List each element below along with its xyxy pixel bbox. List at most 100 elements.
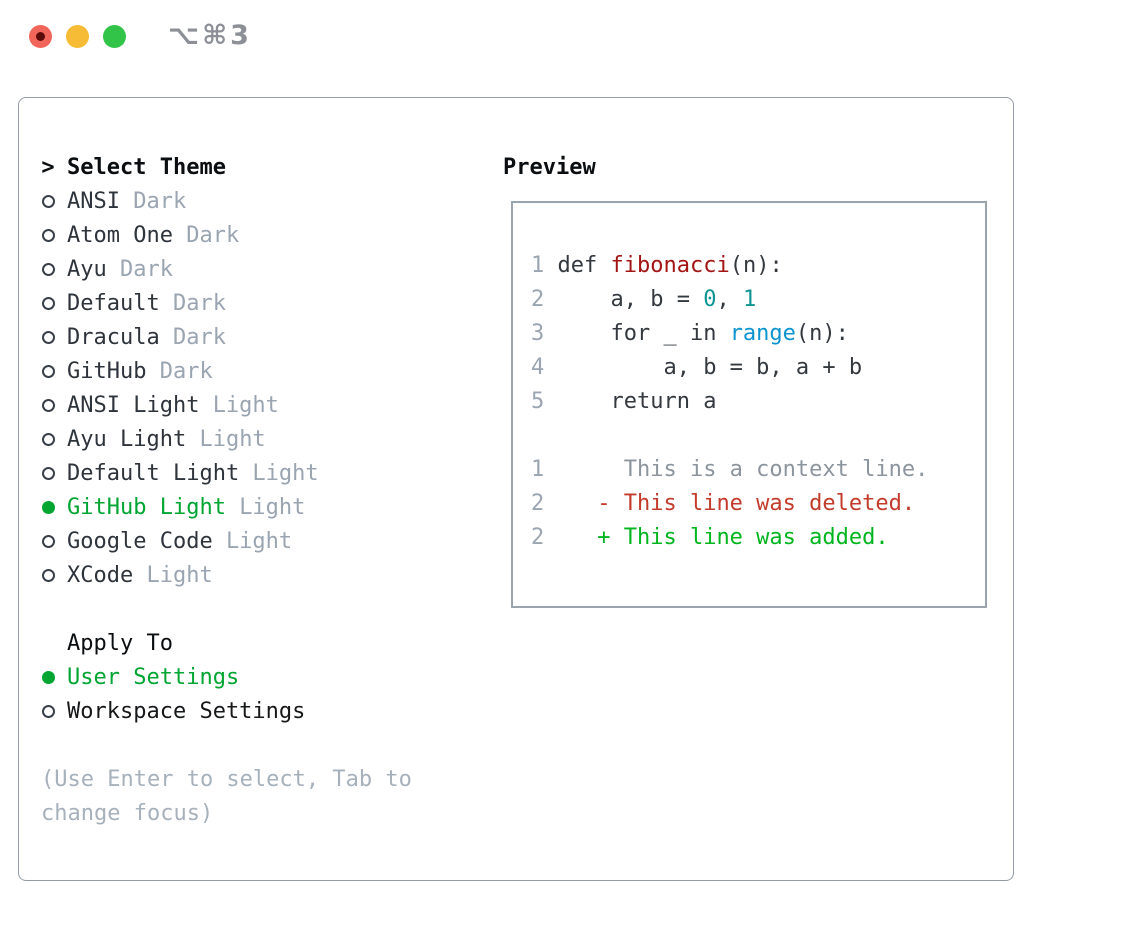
window-title: ⌥⌘3 [168, 20, 252, 51]
prompt-icon: > [41, 154, 55, 180]
theme-option-xcode[interactable]: XCode Light [41, 558, 412, 592]
theme-variant: Dark [172, 324, 226, 350]
radio-selected-icon [41, 500, 55, 514]
theme-option-ayu[interactable]: Ayu Dark [41, 252, 412, 286]
code-line [531, 419, 985, 453]
apply-option-workspace-settings[interactable]: Workspace Settings [41, 694, 412, 728]
radio-icon [41, 466, 55, 480]
line-number: 5 [531, 389, 545, 414]
apply-to-title: Apply To [67, 630, 173, 656]
theme-name: Dracula [67, 324, 160, 350]
code-token [544, 491, 597, 516]
line-number: 4 [531, 355, 545, 380]
theme-variant: Light [252, 460, 319, 486]
code-token [544, 525, 597, 550]
theme-name: Google Code [67, 528, 213, 554]
radio-icon [41, 398, 55, 412]
code-token: a, b = b, a + b [544, 355, 863, 380]
theme-name: Ayu Light [67, 426, 187, 452]
line-number: 3 [531, 321, 545, 346]
code-token: - This line was deleted. [597, 491, 916, 516]
theme-name: Atom One [67, 222, 173, 248]
theme-option-ayu-light[interactable]: Ayu Light Light [41, 422, 412, 456]
theme-name: XCode [67, 562, 134, 588]
theme-variant: Light [212, 392, 279, 418]
theme-option-atom-one[interactable]: Atom One Dark [41, 218, 412, 252]
theme-variant: Light [146, 562, 213, 588]
code-line: 2 a, b = 0, 1 [531, 283, 985, 317]
prompt-marker: > [41, 155, 55, 180]
code-line: 3 for _ in range(n): [531, 317, 985, 351]
theme-name: Ayu [67, 256, 107, 282]
theme-variant: Dark [186, 222, 240, 248]
minimize-button-icon[interactable] [66, 25, 89, 48]
preview-title: Preview [503, 154, 596, 180]
code-token: for _ in [544, 321, 730, 346]
theme-variant: Dark [133, 188, 187, 214]
theme-name: GitHub Light [67, 494, 226, 520]
code-token: (n): [795, 321, 849, 346]
code-token: This is a context line. [544, 457, 929, 482]
radio-icon [41, 704, 55, 718]
radio-icon [41, 568, 55, 582]
theme-variant: Light [199, 426, 266, 452]
theme-name: Default [67, 290, 160, 316]
theme-name: ANSI Light [67, 392, 200, 418]
theme-variant: Dark [172, 290, 226, 316]
theme-variant: Light [225, 528, 293, 554]
theme-option-ansi[interactable]: ANSI Dark [41, 184, 412, 218]
keyboard-hint: (Use Enter to select, Tab to change focus… [41, 762, 412, 830]
close-button-icon[interactable] [29, 25, 52, 48]
theme-variant: Dark [119, 256, 173, 282]
line-number: 1 [531, 457, 545, 482]
titlebar [29, 25, 126, 48]
zoom-button-icon[interactable] [103, 25, 126, 48]
code-line: 4 a, b = b, a + b [531, 351, 985, 385]
radio-icon [41, 228, 55, 242]
code-token: + This line was added. [597, 525, 889, 550]
code-token: range [729, 321, 796, 346]
code-line: 5 return a [531, 385, 985, 419]
apply-option-user-settings[interactable]: User Settings [41, 660, 412, 694]
select-theme-title: Select Theme [67, 154, 226, 180]
apply-option-label: Workspace Settings [67, 698, 306, 724]
code-line: 1 def fibonacci(n): [531, 249, 985, 283]
line-number: 1 [531, 253, 545, 278]
radio-icon [41, 194, 55, 208]
code-token: def [544, 253, 611, 278]
code-token: fibonacci [610, 253, 730, 278]
radio-selected-icon [41, 670, 55, 684]
radio-icon [41, 432, 55, 446]
theme-name: GitHub [67, 358, 147, 384]
theme-option-google-code[interactable]: Google Code Light [41, 524, 412, 558]
code-token: 1 [742, 287, 757, 312]
radio-icon [41, 534, 55, 548]
apply-option-label: User Settings [67, 664, 240, 690]
radio-icon [41, 296, 55, 310]
theme-variant: Dark [159, 358, 213, 384]
radio-icon [41, 364, 55, 378]
theme-option-dracula[interactable]: Dracula Dark [41, 320, 412, 354]
theme-option-github[interactable]: GitHub Dark [41, 354, 412, 388]
hint-line: (Use Enter to select, Tab to [41, 766, 412, 792]
line-number: 2 [531, 287, 545, 312]
radio-icon [41, 262, 55, 276]
theme-name: ANSI [67, 188, 120, 214]
hint-line: change focus) [41, 800, 214, 826]
radio-icon [41, 330, 55, 344]
code-token: a, b = [544, 287, 704, 312]
theme-option-ansi-light[interactable]: ANSI Light Light [41, 388, 412, 422]
theme-option-default[interactable]: Default Dark [41, 286, 412, 320]
code-token: (n): [729, 253, 783, 278]
code-line: 1 This is a context line. [531, 453, 985, 487]
code-token: , [716, 287, 743, 312]
code-line: 2 + This line was added. [531, 521, 985, 555]
